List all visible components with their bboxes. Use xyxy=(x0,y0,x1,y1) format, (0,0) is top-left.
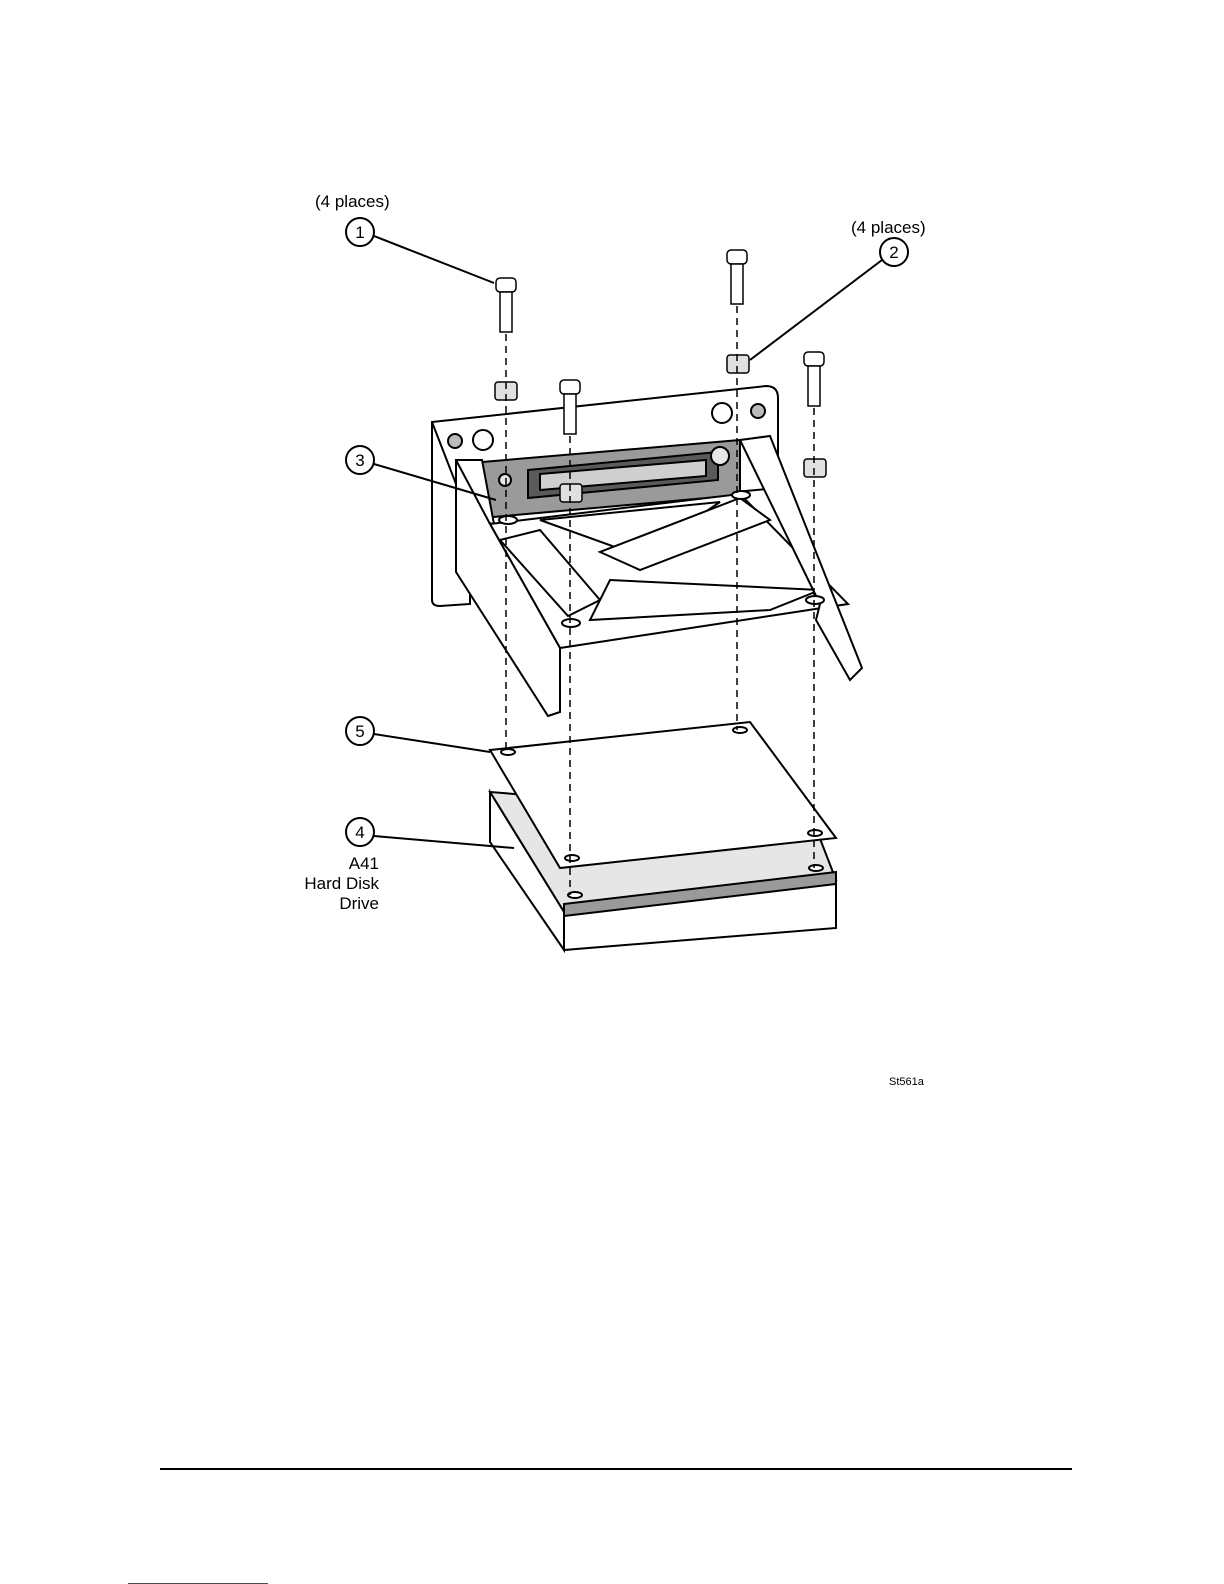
callout-4-line3: Drive xyxy=(339,894,379,913)
footer-rule xyxy=(160,1468,1072,1470)
callout-1: (4 places) 1 xyxy=(315,192,494,283)
callout-3-number: 3 xyxy=(355,451,364,470)
callout-5-number: 5 xyxy=(355,722,364,741)
callout-4-line1: A41 xyxy=(349,854,379,873)
callout-2-note: (4 places) xyxy=(851,218,926,237)
callout-1-number: 1 xyxy=(355,223,364,242)
callout-1-note: (4 places) xyxy=(315,192,390,211)
callout-4: 4 A41 Hard Disk Drive xyxy=(304,818,514,913)
callout-4-line2: Hard Disk xyxy=(304,874,379,893)
callout-2-number: 2 xyxy=(889,243,898,262)
callout-4-number: 4 xyxy=(355,823,364,842)
callout-2: (4 places) 2 xyxy=(750,218,926,360)
callout-5: 5 xyxy=(346,717,490,752)
figure-id: St561a xyxy=(889,1076,925,1088)
